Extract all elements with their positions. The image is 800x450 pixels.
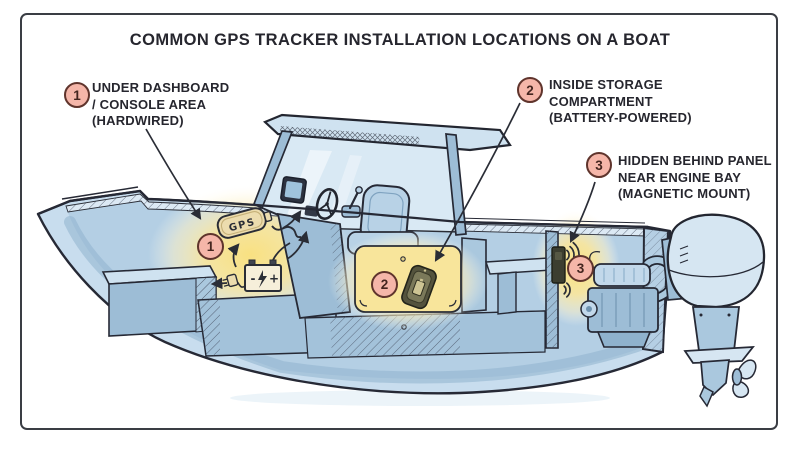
battery-minus-label: - [251,272,256,286]
gps-tracker-device: GPS [216,207,273,239]
gps-wire [271,225,302,239]
sheer-line [37,189,649,229]
annotation-2-line-3: (BATTERY-POWERED) [549,110,692,125]
annotation-1-label: UNDER DASHBOARD / CONSOLE AREA (HARDWIRE… [92,80,229,130]
rear-pillar [445,133,467,236]
boat-marker-3: 3 [567,255,594,282]
chartplotter-screen [280,176,307,204]
annotation-1-line-3: (HARDWIRED) [92,113,184,128]
annotation-2-label: INSIDE STORAGE COMPARTMENT (BATTERY-POWE… [549,77,692,127]
boat-marker-1: 1 [197,233,224,260]
page-title: COMMON GPS TRACKER INSTALLATION LOCATION… [129,31,671,49]
annotation-2-line-1: INSIDE STORAGE [549,77,663,92]
annotation-3-line-3: (MAGNETIC MOUNT) [618,186,751,201]
propeller [731,359,757,398]
lightning-bolt-icon [258,270,267,288]
annotation-1-line-2: / CONSOLE AREA [92,96,207,112]
annotation-2-number: 2 [517,77,543,103]
annotation-3-number: 3 [586,152,612,178]
battery: - + [222,242,291,292]
battery-plus-label: + [269,272,279,286]
boat-marker-2: 2 [371,271,398,298]
annotation-3-line-1: HIDDEN BEHIND PANEL [618,153,772,168]
outboard-motor [661,213,766,408]
engine [580,251,678,348]
hull-shadow [230,390,610,406]
annotation-3-label: HIDDEN BEHIND PANEL NEAR ENGINE BAY (MAG… [618,153,772,203]
storage-tracker-device [401,264,437,310]
annotation-1-number: 1 [64,82,90,108]
steering-wheel [315,188,339,220]
leader-arrow-2 [434,102,521,262]
power-plug-icon [222,273,239,288]
leader-arrow-3 [569,181,596,243]
annotation-2-line-2: COMPARTMENT [549,93,653,109]
annotation-3-line-2: NEAR ENGINE BAY [618,169,742,185]
throttle-lever [341,186,363,218]
annotation-1-line-1: UNDER DASHBOARD [92,80,230,95]
leader-arrow-1 [145,128,202,220]
leader-arrows [145,102,596,262]
magnetic-tracker-device [551,246,566,284]
hand-drawn-border [20,13,778,430]
wiring-arrows [210,210,310,290]
